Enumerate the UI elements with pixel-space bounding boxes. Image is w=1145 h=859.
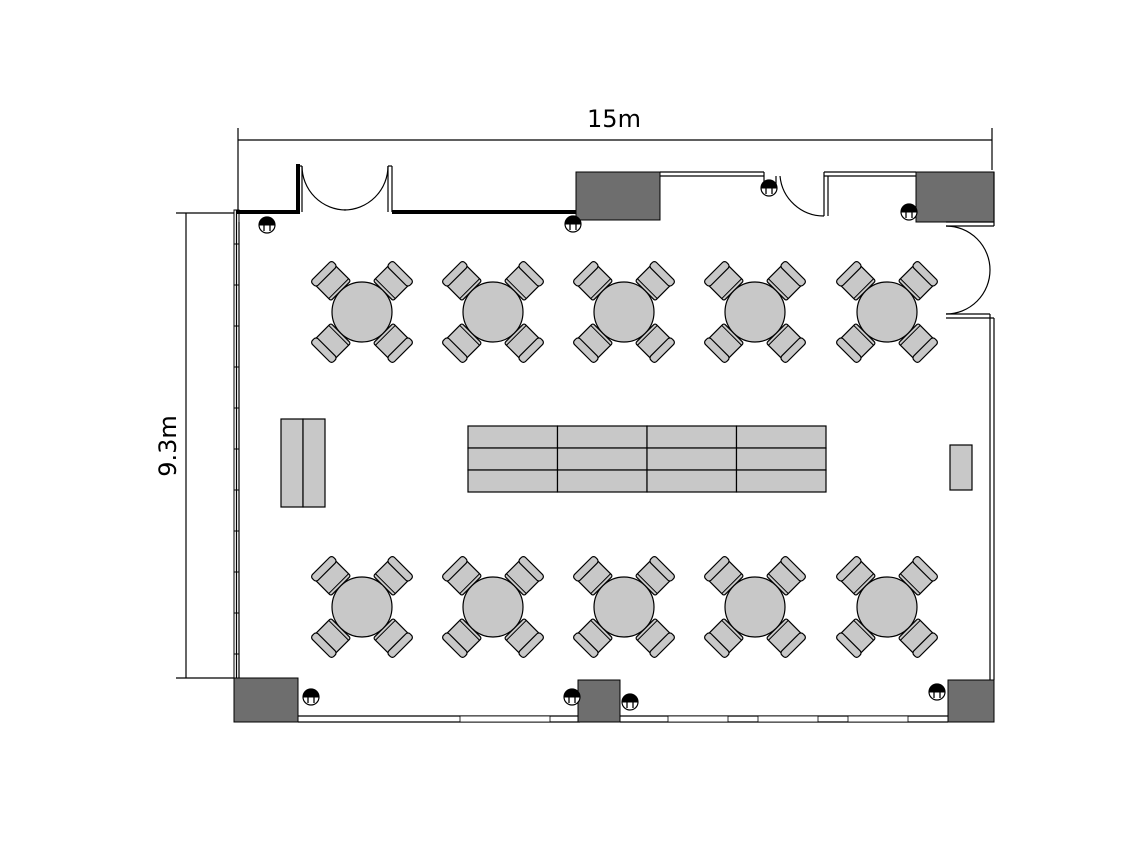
outlet-icon [760,179,778,197]
right-double-door [945,225,991,315]
round-table-set [573,556,675,658]
table-segment [467,469,559,493]
round-table [856,576,918,638]
bottom-wall [233,677,948,723]
top-wall [236,164,995,223]
table-segment [556,469,648,493]
round-table-set [311,556,413,658]
top-left-double-door [301,165,389,211]
table-segment [646,447,738,471]
table-segment [646,469,738,493]
center-buffet-table [467,425,827,493]
left-counter [280,418,326,508]
table-segment [556,447,648,471]
outlet-icon [621,693,639,711]
outlet-icon [563,688,581,706]
height-dimension: 9.3m [154,212,236,679]
chair [442,261,482,301]
round-table [462,281,524,343]
round-table-set [442,556,544,658]
outlet-icon [258,216,276,234]
round-table-set [704,261,806,363]
width-dimension: 15m [237,105,993,210]
round-table [462,576,524,638]
outlets [258,179,946,711]
table-segment [735,447,827,471]
round-table [331,576,393,638]
round-table-set [704,556,806,658]
round-table-set [573,261,675,363]
table-segment [735,425,827,449]
round-table-set [442,261,544,363]
table-segment [467,447,559,471]
round-table [724,576,786,638]
outlet-icon [564,215,582,233]
round-table-set [311,261,413,363]
top-center-single-door [775,175,825,217]
table-segment [646,425,738,449]
right-wall [946,172,995,723]
round-table [331,281,393,343]
table-segment [735,469,827,493]
round-table-set [836,261,938,363]
round-tables [311,261,938,658]
left-window-wall [233,209,240,723]
height-label: 9.3m [154,415,182,477]
outlet-icon [302,688,320,706]
round-table [593,281,655,343]
round-table [593,576,655,638]
round-table [724,281,786,343]
table-segment [556,425,648,449]
right-podium [949,444,973,491]
table-segment [467,425,559,449]
outlet-icon [900,203,918,221]
width-label: 15m [587,105,641,133]
round-table-set [836,556,938,658]
outlet-icon [928,683,946,701]
round-table [856,281,918,343]
